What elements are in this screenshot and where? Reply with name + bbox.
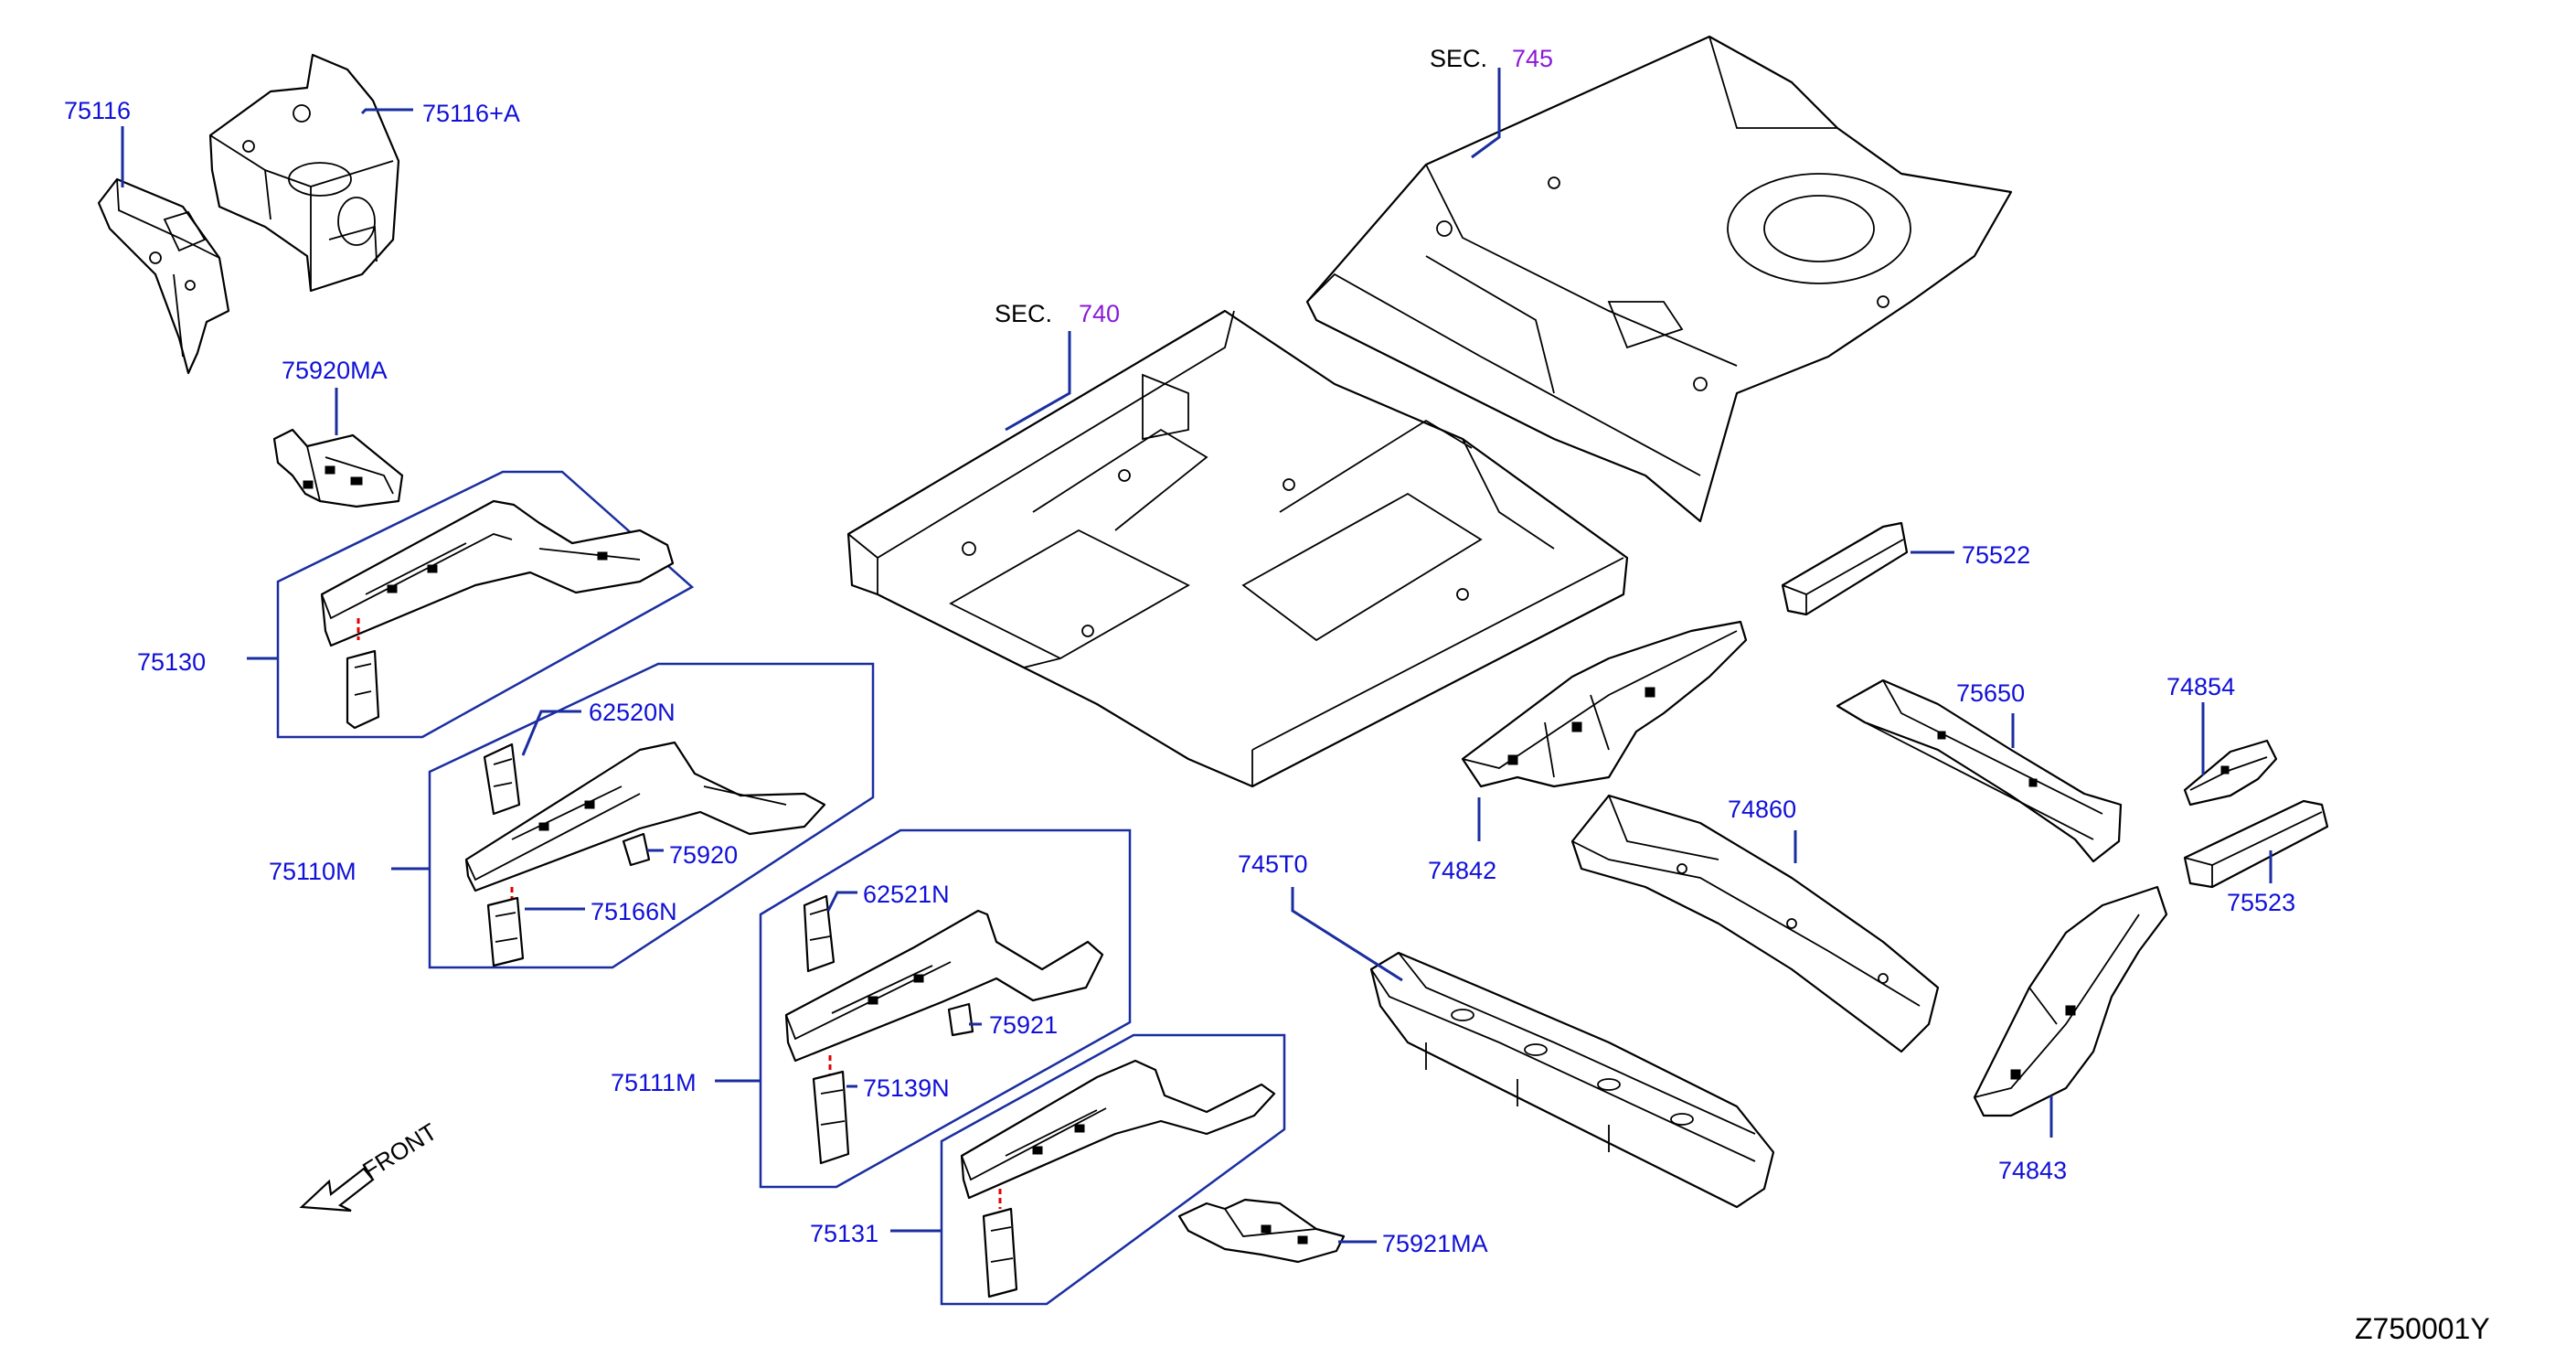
- part-75650: [1836, 678, 2123, 863]
- callout-75131: 75131: [810, 1220, 878, 1247]
- callout-75920ma: 75920MA: [282, 357, 388, 384]
- part-75110m: [464, 741, 826, 967]
- diagram-id: Z750001Y: [2355, 1312, 2490, 1345]
- part-rear-floor-sec-745: [1305, 35, 2013, 523]
- callout-75111m: 75111M: [611, 1069, 697, 1096]
- part-75111m: [784, 894, 1104, 1165]
- front-arrow-icon: [299, 1167, 375, 1213]
- part-75116: [97, 177, 230, 375]
- callout-75116: 75116: [64, 97, 131, 124]
- callout-74843: 74843: [1998, 1157, 2067, 1184]
- leader-lines: [121, 68, 2273, 1244]
- part-75131: [960, 1059, 1276, 1298]
- callout-62521n: 62521N: [863, 881, 950, 908]
- callout-75130: 75130: [137, 648, 206, 676]
- callout-75921ma: 75921MA: [1382, 1230, 1488, 1257]
- section-prefix: SEC.: [1430, 45, 1487, 72]
- section-ref-740: SEC. 740: [995, 300, 1120, 327]
- part-745t0: [1369, 951, 1775, 1209]
- part-74854: [2183, 739, 2278, 807]
- callout-74842: 74842: [1428, 857, 1496, 884]
- section-prefix: SEC.: [995, 300, 1052, 327]
- callout-745t0: 745T0: [1238, 850, 1308, 878]
- part-74843: [1973, 885, 2168, 1117]
- group-frame-75131: [940, 1033, 1286, 1306]
- part-front-floor-sec-740: [846, 309, 1629, 788]
- callout-75523: 75523: [2227, 889, 2295, 916]
- part-74842: [1461, 620, 1748, 788]
- part-75920ma: [272, 428, 404, 508]
- group-frame-75110M: [428, 662, 875, 969]
- callout-75921: 75921: [989, 1011, 1058, 1039]
- part-75522: [1781, 521, 1909, 616]
- part-75921ma: [1177, 1198, 1346, 1264]
- front-label: FRONT: [357, 1117, 442, 1184]
- group-frame-75130: [276, 470, 695, 739]
- part-74860: [1570, 794, 1940, 1053]
- group-frame-75111M: [759, 828, 1132, 1189]
- callout-75920: 75920: [669, 841, 738, 869]
- section-number: 740: [1079, 300, 1120, 327]
- callout-62520n: 62520N: [589, 699, 676, 726]
- callout-75116-a: 75116+A: [422, 100, 520, 127]
- callout-75110m: 75110M: [269, 858, 357, 885]
- callout-75166n: 75166N: [591, 898, 677, 925]
- callout-75139n: 75139N: [863, 1074, 950, 1102]
- callout-75522: 75522: [1962, 541, 2030, 569]
- section-ref-745: SEC. 745: [1430, 45, 1553, 72]
- part-75523: [2183, 799, 2329, 889]
- callout-74860: 74860: [1728, 796, 1796, 823]
- part-75116-a: [208, 53, 400, 293]
- callout-74854: 74854: [2166, 673, 2235, 700]
- callout-75650: 75650: [1956, 679, 2025, 707]
- part-75130: [320, 499, 675, 730]
- section-number: 745: [1512, 45, 1553, 72]
